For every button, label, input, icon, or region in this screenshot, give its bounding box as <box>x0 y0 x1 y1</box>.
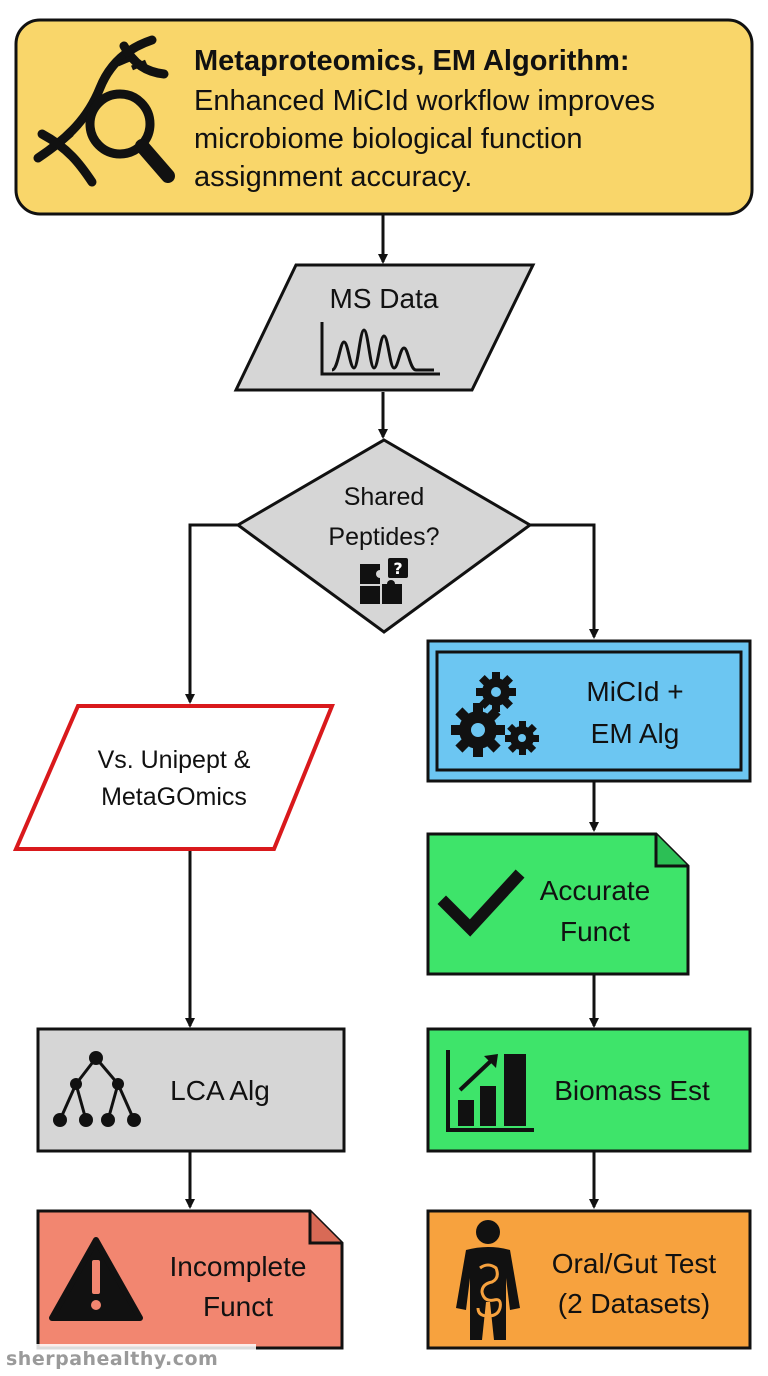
checkmark-icon <box>437 869 525 937</box>
biomass-est-node: Biomass Est <box>426 1027 752 1153</box>
spectrum-icon <box>320 322 440 376</box>
arrow-decision-to-compare <box>185 523 238 704</box>
ms-data-label: MS Data <box>330 283 439 314</box>
micid-em-node: MiCId + EM Alg <box>426 639 752 783</box>
tree-icon <box>53 1051 141 1127</box>
oral-gut-test-line-1: Oral/Gut Test <box>552 1248 717 1279</box>
svg-text:?: ? <box>393 559 402 578</box>
accurate-funct-line-1: Accurate <box>540 875 651 906</box>
connectors <box>185 215 599 1209</box>
oral-gut-test-node: Oral/Gut Test (2 Datasets) <box>426 1209 752 1350</box>
oral-gut-test-line-2: (2 Datasets) <box>558 1288 711 1319</box>
header-line-3: assignment accuracy. <box>194 161 472 193</box>
header-line-1: Enhanced MiCId workflow improves <box>194 85 655 117</box>
incomplete-funct-node: Incomplete Funct <box>36 1209 344 1350</box>
micid-em-line-2: EM Alg <box>591 718 680 749</box>
comparison-node: Vs. Unipept & MetaGOmics <box>12 704 335 851</box>
human-body-icon <box>456 1220 520 1340</box>
puzzle-question-icon: ? <box>360 558 408 604</box>
header-title: Metaproteomics, EM Algorithm: <box>194 45 630 77</box>
shared-peptides-line-1: Shared <box>344 483 425 511</box>
comparison-line-2: MetaGOmics <box>101 783 247 811</box>
comparison-line-1: Vs. Unipept & <box>98 746 251 774</box>
lca-alg-label: LCA Alg <box>170 1075 270 1106</box>
incomplete-funct-line-1: Incomplete <box>170 1251 307 1282</box>
ms-data-node: MS Data <box>233 263 536 392</box>
micid-em-line-1: MiCId + <box>586 676 683 707</box>
accurate-funct-node: Accurate Funct <box>426 832 690 976</box>
shared-peptides-decision: Shared Peptides? ? <box>235 438 533 634</box>
watermark: sherpahealthy.com <box>0 1344 256 1374</box>
lca-alg-node: LCA Alg <box>36 1027 346 1153</box>
dna-magnifier-icon <box>33 35 175 187</box>
header-line-2: microbiome biological function <box>194 123 582 155</box>
accurate-funct-line-2: Funct <box>560 916 630 947</box>
warning-icon <box>49 1237 143 1321</box>
arrow-decision-to-micid <box>530 523 599 639</box>
header-box: Metaproteomics, EM Algorithm: Enhanced M… <box>14 18 754 216</box>
shared-peptides-line-2: Peptides? <box>328 523 439 551</box>
incomplete-funct-line-2: Funct <box>203 1291 273 1322</box>
bar-chart-icon <box>446 1050 534 1132</box>
biomass-est-label: Biomass Est <box>554 1075 710 1106</box>
